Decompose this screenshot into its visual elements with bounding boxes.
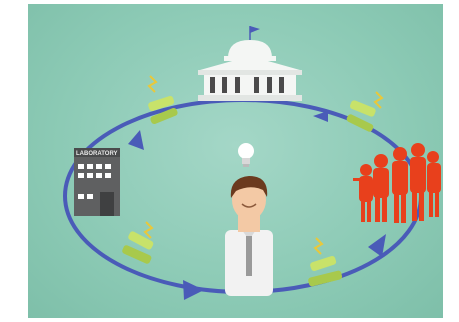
money-icon (346, 91, 384, 132)
arrowhead-bottom-right-icon (368, 234, 386, 257)
crowd-icon (353, 143, 441, 223)
money-icon (147, 75, 178, 125)
arrowhead-top-right-icon (313, 111, 328, 122)
arrowhead-bottom-left-icon (183, 280, 204, 300)
illustration-canvas: LABORATORY (63, 26, 441, 300)
laboratory-sign: LABORATORY (76, 151, 118, 157)
lightbulb-icon (238, 143, 254, 167)
researcher-icon (225, 176, 273, 296)
arrowhead-top-left-icon (128, 130, 144, 150)
illustration-scene: LABORATORY (28, 4, 443, 318)
capitol-building-icon (198, 26, 302, 101)
laboratory-building-icon: LABORATORY (74, 148, 120, 216)
money-icon (122, 221, 154, 264)
money-icon (308, 237, 343, 287)
